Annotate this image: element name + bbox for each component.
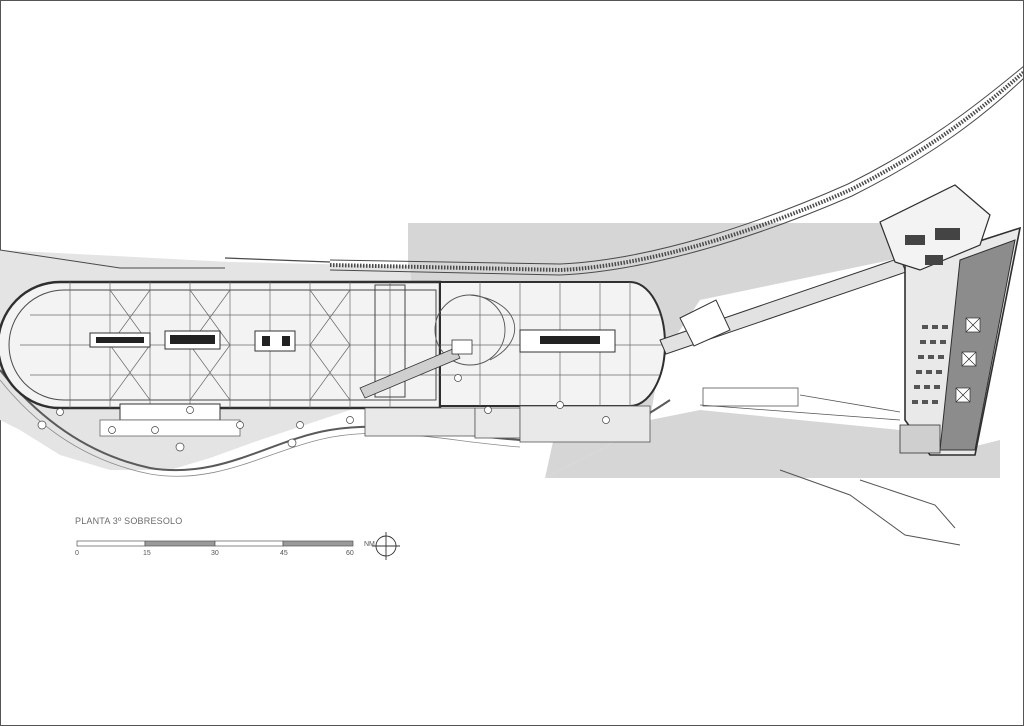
scale-tick-15: 15 — [143, 550, 151, 557]
railway-tracks — [0, 65, 1024, 276]
east-terminal-building — [879, 184, 1022, 456]
north-arrow — [372, 532, 400, 560]
main-station-hall — [0, 280, 442, 437]
lower-arcade — [364, 405, 651, 443]
scale-tick-60: 60 — [346, 550, 354, 557]
connecting-gallery — [659, 257, 907, 421]
scale-tick-45: 45 — [280, 550, 288, 557]
scale-tick-0: 0 — [75, 550, 79, 557]
north-label: NM — [364, 541, 375, 548]
tree-symbols — [37, 374, 610, 452]
plan-title: PLANTA 3º SOBRESOLO — [75, 516, 183, 526]
scale-bar — [76, 540, 354, 547]
scale-tick-30: 30 — [211, 550, 219, 557]
site-edge-lines — [779, 469, 961, 546]
